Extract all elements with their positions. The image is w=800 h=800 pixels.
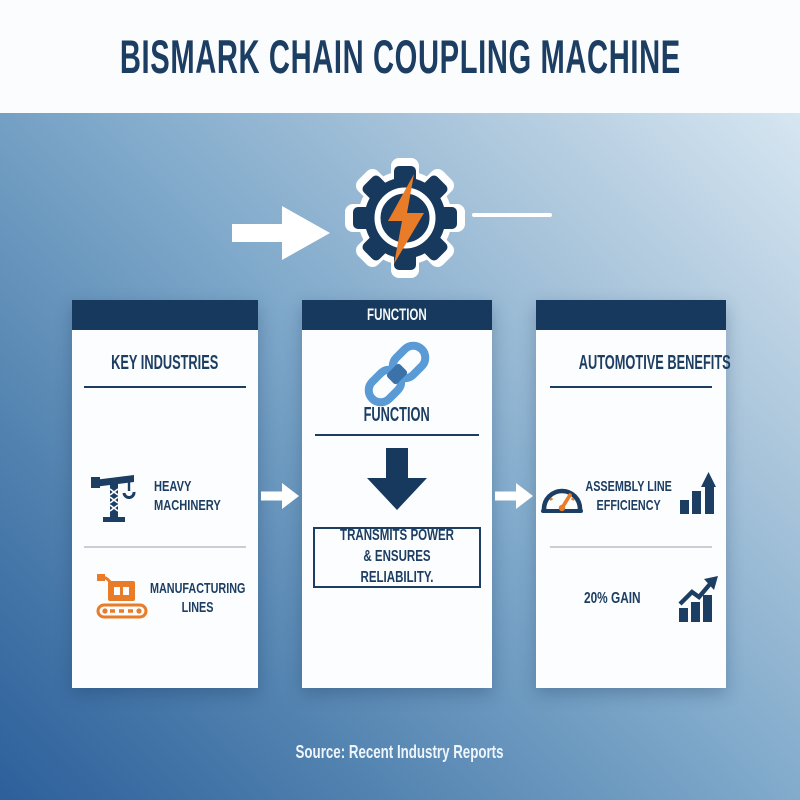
crane-icon — [90, 468, 138, 529]
lightning-bolt-icon — [388, 174, 424, 264]
card-function: FUNCTION FUNCTION TRANSMITS POWER & ENSU… — [302, 300, 492, 688]
page-title: BISMARK CHAIN COUPLING MACHINE — [119, 30, 681, 83]
card-top-bar — [72, 300, 258, 330]
bar-chart-up-arrow-icon — [680, 470, 716, 519]
growth-trend-icon — [678, 576, 718, 627]
list-item: 20% GAIN — [536, 568, 726, 628]
conveyor-icon — [96, 572, 148, 625]
benefits-title: AUTOMOTIVE BENEFITS — [578, 352, 731, 374]
benefit-label: ASSEMBLY LINE EFFICIENCY — [585, 478, 672, 514]
card-divider — [550, 546, 712, 548]
gear-lightning-icon — [343, 156, 467, 285]
arrow-right-icon — [232, 196, 330, 275]
footer: Source: Recent Industry Reports — [0, 742, 800, 763]
arrow-right-small-icon — [495, 483, 533, 514]
header-band: BISMARK CHAIN COUPLING MACHINE — [0, 0, 800, 113]
card-automotive-benefits: AUTOMOTIVE BENEFITS ASSEMBLY LINE EFFICI… — [536, 300, 731, 688]
card-key-industries: KEY INDUSTRIES — [72, 300, 258, 688]
card-top-bar: FUNCTION — [302, 300, 492, 330]
card-divider — [84, 546, 246, 548]
chain-link-icon — [363, 340, 431, 413]
arrow-down-icon — [367, 448, 427, 515]
function-description: TRANSMITS POWER & ENSURES RELIABILITY. — [340, 527, 454, 586]
list-item: HEAVY MACHINERY — [72, 468, 258, 528]
industry-label: MANUFACTURING LINES — [150, 580, 246, 616]
gauge-icon — [540, 478, 584, 519]
title-underline — [315, 434, 479, 436]
benefit-label: 20% GAIN — [584, 590, 641, 607]
list-item: ASSEMBLY LINE EFFICIENCY — [536, 468, 726, 528]
arrow-right-small-icon — [261, 483, 299, 514]
function-bar-label: FUNCTION — [367, 305, 427, 324]
industry-label: HEAVY MACHINERY — [154, 478, 221, 514]
function-title: FUNCTION — [363, 404, 431, 426]
title-underline — [84, 386, 246, 388]
title-underline — [550, 386, 712, 388]
function-description-box: TRANSMITS POWER & ENSURES RELIABILITY. — [313, 527, 481, 588]
card-top-bar — [536, 300, 726, 330]
flow-connector-line — [472, 213, 552, 217]
list-item: MANUFACTURING LINES — [72, 568, 258, 628]
industries-title: KEY INDUSTRIES — [111, 352, 219, 374]
source-text: Source: Recent Industry Reports — [296, 742, 504, 762]
